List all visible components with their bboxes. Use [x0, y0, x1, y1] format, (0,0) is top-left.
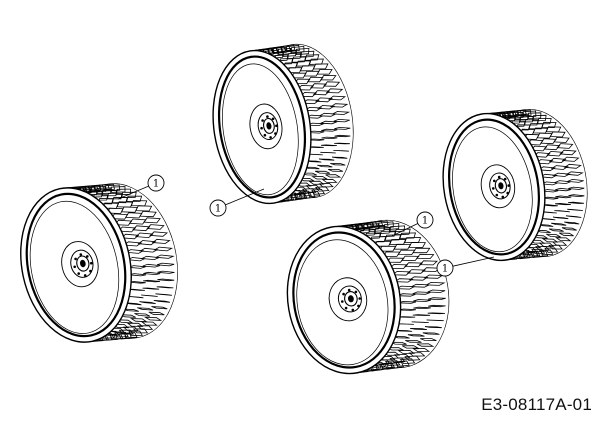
callout-1d: 1	[436, 256, 495, 277]
callout-1b-label: 1	[215, 204, 221, 215]
wheel-left	[20, 183, 178, 343]
callout-1d-label: 1	[442, 264, 448, 275]
wheel-center-hub	[328, 277, 368, 322]
callout-1a-balloon	[147, 174, 165, 192]
wheel-top-hub	[249, 103, 283, 150]
callout-1b: 1	[209, 188, 265, 217]
callout-1c-label: 1	[422, 216, 428, 227]
wheel-center	[286, 219, 450, 375]
callout-1d-leader	[452, 256, 495, 267]
callout-1a: 1	[117, 174, 165, 200]
callout-1c-balloon	[416, 211, 434, 229]
wheel-top	[212, 43, 354, 205]
wheel-right-tread	[475, 109, 587, 261]
callouts-group: 1 1 1 1	[117, 174, 495, 277]
callout-1a-label: 1	[153, 179, 159, 190]
wheel-left-hub	[61, 241, 99, 288]
callout-1b-leader	[225, 188, 265, 206]
callout-1a-leader	[117, 185, 149, 200]
drawing-code-label: E3-08117A-01	[481, 395, 592, 414]
callout-1c-leader	[391, 223, 418, 237]
callout-1b-balloon	[209, 199, 227, 217]
wheel-right	[442, 108, 588, 262]
callout-1d-balloon	[436, 259, 454, 277]
wheel-right-hub	[480, 164, 516, 209]
callout-1c: 1	[391, 211, 434, 237]
wheels-group	[20, 43, 588, 375]
